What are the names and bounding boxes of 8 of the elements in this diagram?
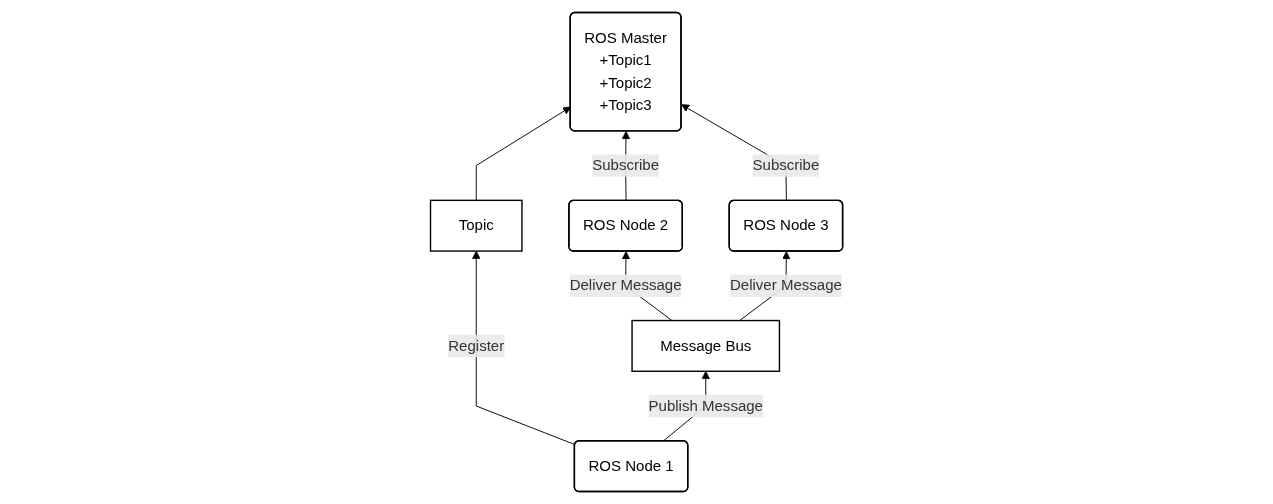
edge-label: Deliver Message xyxy=(569,277,682,294)
node-box: Topic xyxy=(429,199,523,252)
edge-label: Publish Message xyxy=(648,397,763,414)
node-box: Message Bus xyxy=(631,319,781,372)
edge-label: Register xyxy=(448,337,505,354)
edge-label: Subscribe xyxy=(592,157,659,174)
edge-label: Deliver Message xyxy=(729,277,842,294)
edge-label: Subscribe xyxy=(752,157,820,174)
